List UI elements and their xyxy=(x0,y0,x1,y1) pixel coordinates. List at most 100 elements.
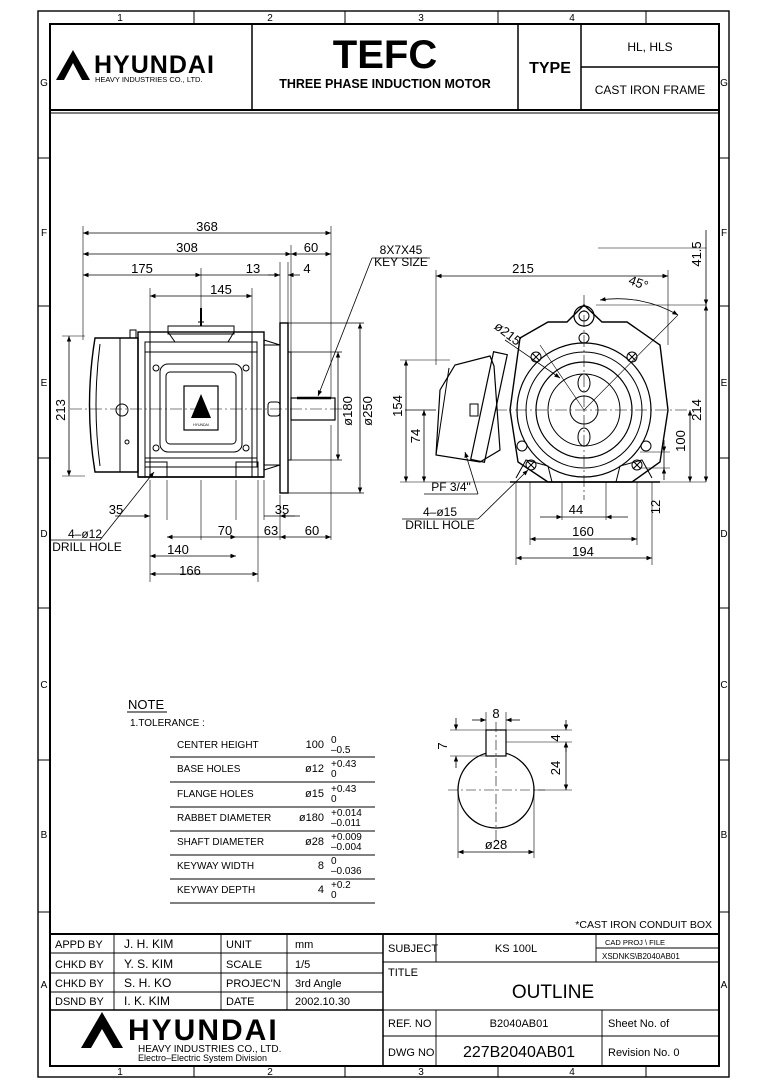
dim-text: 100 xyxy=(673,430,688,452)
role-label: APPD BY xyxy=(55,939,103,951)
dim-text: 7 xyxy=(435,742,450,749)
approval-row: DSND BY I. K. KIM DATE 2002.10.30 xyxy=(55,994,350,1008)
dim-text: 308 xyxy=(176,240,198,255)
dim-text: 145 xyxy=(210,282,232,297)
flange-holes-label: DRILL HOLE xyxy=(405,518,475,532)
end-view-dims: 215 ø215 45° 41.5 154 74 214 100 12 44 1… xyxy=(390,241,704,559)
field-value: 3rd Angle xyxy=(295,978,341,990)
tolerance-row: FLANGE HOLES ø15 +0.43 0 xyxy=(177,784,357,805)
row-label: C xyxy=(40,680,47,691)
header-brand: HYUNDAI xyxy=(94,51,215,79)
field-value: 2002.10.30 xyxy=(295,996,350,1008)
col-label: 2 xyxy=(267,1067,273,1078)
approval-row: APPD BY J. H. KIM UNIT mm xyxy=(55,937,313,951)
cad-value: XSDNKS\B2040AB01 xyxy=(602,952,680,961)
tolerance-upper: +0.2 xyxy=(331,880,351,891)
shaft-section-dims: 8 7 4 24 ø28 xyxy=(435,706,563,852)
role-label: CHKD BY xyxy=(55,978,105,990)
dim-text: 4 xyxy=(548,734,563,741)
notes-subtitle: 1.TOLERANCE : xyxy=(130,718,205,729)
tolerance-nominal: ø28 xyxy=(305,836,324,848)
tolerance-nominal: ø12 xyxy=(305,763,324,775)
col-label: 1 xyxy=(117,13,123,24)
dim-text: ø180 xyxy=(340,396,355,426)
approval-row: CHKD BY Y. S. KIM SCALE 1/5 xyxy=(55,957,310,971)
dim-text: 44 xyxy=(569,502,583,517)
product-subtitle: THREE PHASE INDUCTION MOTOR xyxy=(279,77,491,91)
row-label: D xyxy=(40,529,47,540)
dim-text: 368 xyxy=(196,219,218,234)
base-holes-label: DRILL HOLE xyxy=(52,540,122,554)
dim-text: ø250 xyxy=(360,396,375,426)
row-label: F xyxy=(721,228,727,239)
cad-label: CAD PROJ \ FILE xyxy=(605,938,665,947)
hyundai-badge-icon xyxy=(191,394,211,418)
badge-text: HYUNDAI xyxy=(193,423,209,427)
dim-text: 166 xyxy=(179,563,201,578)
dim-text: ø28 xyxy=(485,837,507,852)
field-label: PROJEC'N xyxy=(226,978,281,990)
role-label: CHKD BY xyxy=(55,959,105,971)
tolerance-lower: –0.004 xyxy=(331,842,362,853)
tolerance-nominal: 8 xyxy=(318,860,324,872)
end-view xyxy=(400,230,709,565)
tolerance-upper: +0.009 xyxy=(331,832,362,843)
notes-title: NOTE xyxy=(128,697,164,712)
tolerance-label: CENTER HEIGHT xyxy=(177,740,259,751)
ref-label: REF. NO xyxy=(388,1018,432,1030)
dim-text: 35 xyxy=(275,502,289,517)
tolerance-lower: –0.011 xyxy=(331,818,361,829)
title-block-text: APPD BY J. H. KIM UNIT mm CHKD BY Y. S. … xyxy=(55,937,680,1063)
col-label: 3 xyxy=(418,1067,424,1078)
key-size-label: KEY SIZE xyxy=(374,255,428,269)
col-label: 4 xyxy=(569,13,575,24)
dim-text: 35 xyxy=(109,502,123,517)
tolerance-upper: 0 xyxy=(331,735,337,746)
tolerance-upper: +0.014 xyxy=(331,808,362,819)
field-label: DATE xyxy=(226,996,255,1008)
tolerance-lower: –0.036 xyxy=(331,866,362,877)
tolerance-nominal: ø15 xyxy=(305,788,324,800)
dim-text: 60 xyxy=(304,240,318,255)
field-value: mm xyxy=(295,939,313,951)
col-label: 2 xyxy=(267,13,273,24)
person-name: I. K. KIM xyxy=(124,994,170,1008)
frame-value: CAST IRON FRAME xyxy=(595,83,705,97)
tolerance-nominal: 4 xyxy=(318,884,324,896)
tolerance-label: KEYWAY DEPTH xyxy=(177,885,255,896)
dim-text: 194 xyxy=(572,544,594,559)
dim-text: 160 xyxy=(572,524,594,539)
field-value: 1/5 xyxy=(295,959,310,971)
person-name: J. H. KIM xyxy=(124,937,173,951)
dwg-label: DWG NO xyxy=(388,1047,435,1059)
dim-text: 63 xyxy=(264,523,278,538)
dim-text: 12 xyxy=(648,500,663,514)
dim-text: 41.5 xyxy=(689,241,704,266)
subject-value: KS 100L xyxy=(495,943,537,955)
col-label: 1 xyxy=(117,1067,123,1078)
person-name: S. H. KO xyxy=(124,976,171,990)
dim-text: 45° xyxy=(627,272,651,293)
type-label: TYPE xyxy=(529,60,571,77)
row-label: D xyxy=(720,529,727,540)
row-label: B xyxy=(721,830,728,841)
col-label: 3 xyxy=(418,13,424,24)
dim-text: 74 xyxy=(408,429,423,443)
grid-labels: 1 2 3 4 1 2 3 4 G F E D C B A G F E D C … xyxy=(40,13,728,1078)
tolerance-upper: +0.43 xyxy=(331,759,357,770)
role-label: DSND BY xyxy=(55,996,105,1008)
tolerance-lower: 0 xyxy=(331,794,337,805)
row-label: B xyxy=(41,830,48,841)
person-name: Y. S. KIM xyxy=(124,957,173,971)
row-label: E xyxy=(41,378,48,389)
footnote: *CAST IRON CONDUIT BOX xyxy=(575,919,712,931)
header-block: HYUNDAI HEAVY INDUSTRIES CO., LTD. TEFC … xyxy=(50,24,719,114)
product-title: TEFC xyxy=(333,33,437,77)
flange-holes-label: 4–ø15 xyxy=(423,505,457,519)
revision-label: Revision No. 0 xyxy=(608,1047,680,1059)
dim-text: 60 xyxy=(305,523,319,538)
dim-text: 24 xyxy=(548,761,563,775)
tolerance-upper: +0.43 xyxy=(331,784,357,795)
drawing-title: OUTLINE xyxy=(512,982,594,1003)
